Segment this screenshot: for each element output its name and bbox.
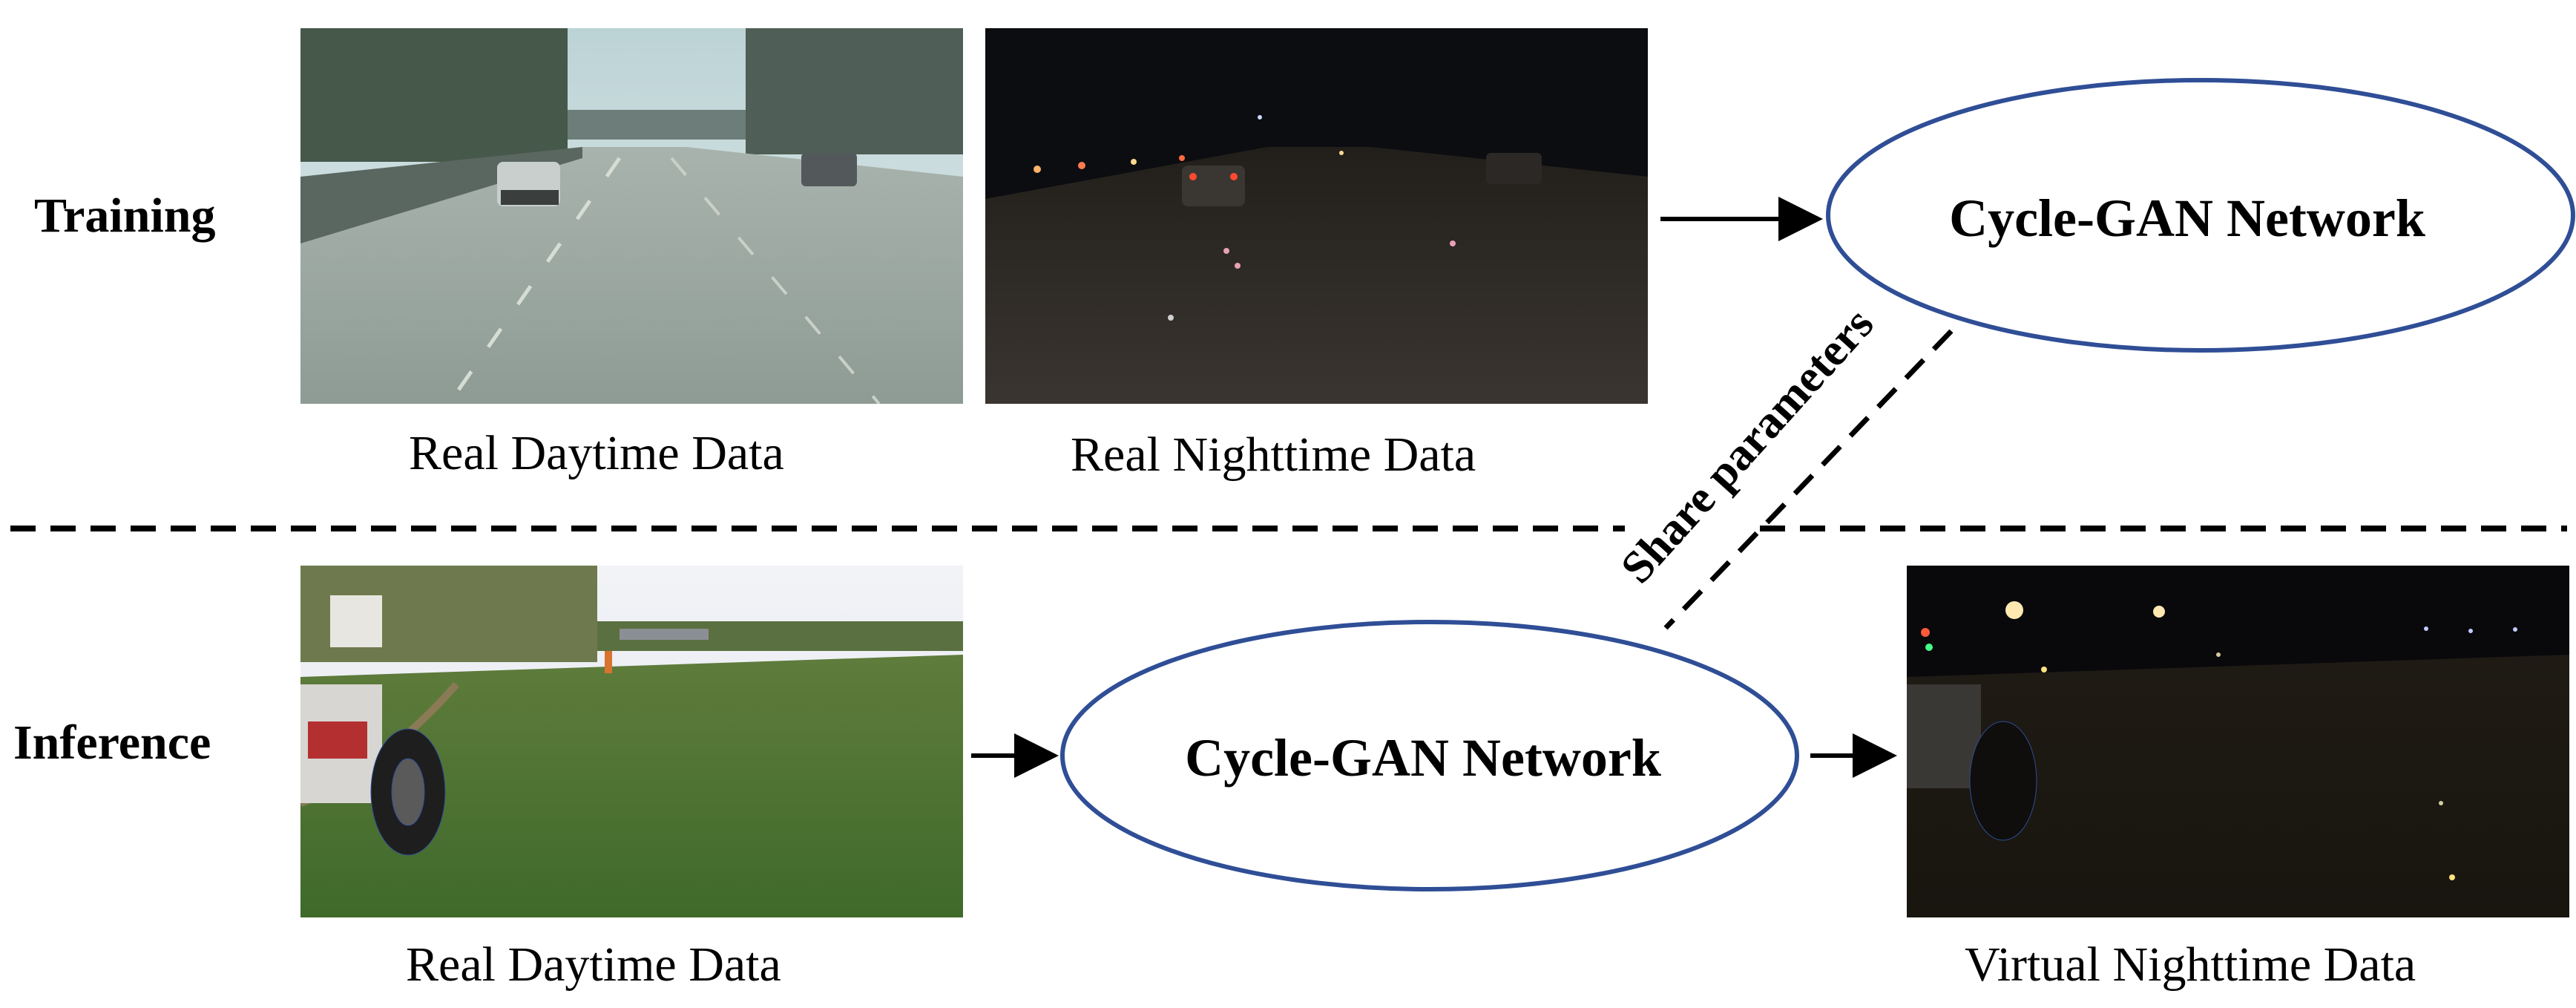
infer-network-label: Cycle-GAN Network: [1185, 728, 1661, 788]
infer-daytime-image: [300, 566, 963, 917]
share-parameters-label: Share parameters: [1611, 298, 1884, 593]
train-nighttime-image: [985, 28, 1648, 404]
train-nighttime-caption: Real Nighttime Data: [1071, 428, 1476, 482]
infer-nighttime-caption: Virtual Nighttime Data: [1965, 937, 2416, 992]
infer-daytime-caption: Real Daytime Data: [406, 937, 781, 992]
train-daytime-image: [300, 28, 963, 404]
share-parameters-line: [1663, 329, 1954, 630]
train-daytime-caption: Real Daytime Data: [409, 426, 784, 480]
infer-nighttime-image: [1907, 566, 2569, 917]
inference-row-label: Inference: [13, 716, 211, 770]
infer-network-ellipse: [1060, 620, 1799, 891]
train-network-ellipse: [1826, 78, 2575, 353]
training-row-label: Training: [34, 189, 216, 243]
train-network-label: Cycle-GAN Network: [1949, 189, 2425, 248]
